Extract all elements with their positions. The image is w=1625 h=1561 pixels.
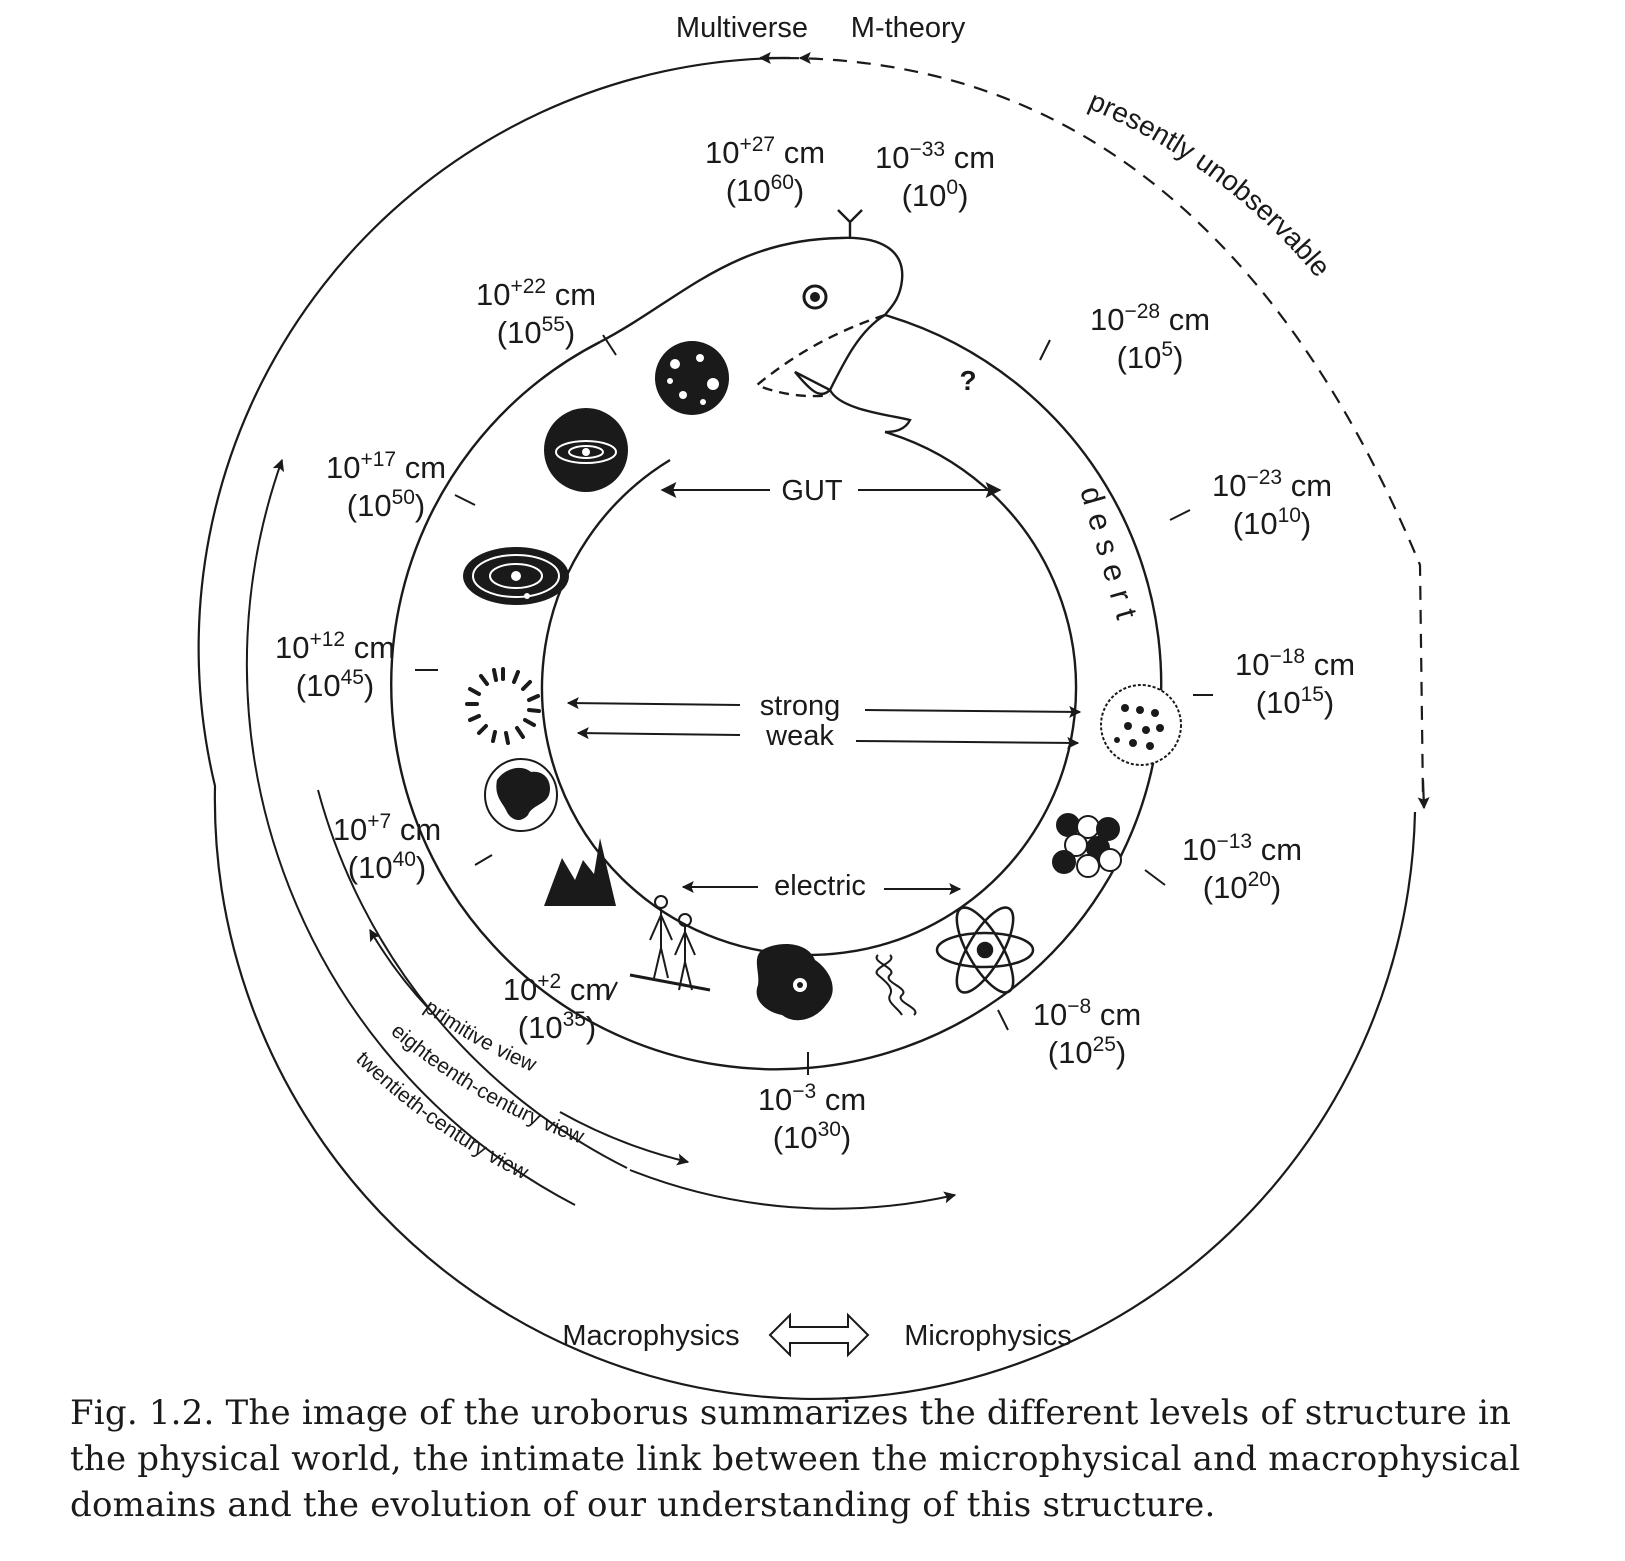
unobservable-label: presently unobservable [1085,85,1337,283]
desert-label: desert [1073,482,1147,632]
primitive-arrow [559,1111,690,1166]
star-cluster-icon [465,667,541,745]
nucleus-icon [1052,813,1122,878]
scale-count-p27: (1060) [726,171,805,208]
outer-arcs [197,52,1430,1401]
gut-label: GUT [781,475,843,507]
earth-icon [484,758,558,832]
unknown-mark: ? [959,365,976,396]
solar-system-icon [463,547,569,605]
scale-count-m8: (1025) [1048,1033,1127,1070]
force-arrows [566,482,1082,895]
cell-icon [756,944,833,1021]
serpent-body [390,209,1163,1071]
unobservable-arc [784,56,1425,801]
unobservable-text: presently unobservable [1085,85,1337,283]
scale-count-p2: (1035) [518,1008,597,1045]
scale-size-m18: 10−18 cm [1235,645,1355,682]
scale-count-m28: (105) [1117,338,1184,375]
scale-count-m3: (1030) [773,1118,852,1155]
scale-count-m33: (100) [902,176,969,213]
scale-size-m33: 10−33 cm [875,138,995,175]
galaxy-icon [544,408,628,492]
scale-count-m23: (1010) [1233,504,1312,541]
scale-size-m3: 10−3 cm [758,1080,866,1117]
outer-ring [390,313,1163,1071]
dna-icon [875,954,917,1016]
scale-count-m13: (1020) [1203,868,1282,905]
scale-size-m28: 10−28 cm [1090,300,1210,337]
eye-icon [802,284,828,310]
inner-ring [540,430,1078,957]
serpent-tongue [837,209,863,238]
multiverse-label: Multiverse [676,12,808,44]
strong-label: strong [760,690,841,722]
multiverse-arc [197,56,1417,1401]
scale-size-p12: 10+12 cm [275,628,395,665]
scale-count-p17: (1050) [347,486,426,523]
serpent-jaw [794,370,831,396]
humans-icon [629,895,711,992]
universe-icon [655,341,729,415]
scale-size-p27: 10+27 cm [705,133,825,170]
mountain-icon [544,838,616,906]
scale-size-p22: 10+22 cm [476,275,596,312]
scale-size-m23: 10−23 cm [1212,466,1332,503]
twentieth-century-arrow [245,458,576,1206]
scale-labels: 10+27 cm(1060) 10−33 cm(100) 10+22 cm(1055… [275,133,1355,1155]
nucleon-icon [1100,684,1182,766]
weak-label: weak [765,720,834,752]
scale-size-p7: 10+7 cm [333,810,441,847]
macrophysics-label: Macrophysics [562,1320,739,1352]
scale-count-p22: (1055) [497,313,576,350]
electric-label: electric [774,870,866,902]
atom-icon [935,906,1035,994]
scale-count-p12: (1045) [296,666,375,703]
scale-count-m18: (1015) [1256,683,1335,720]
macro-micro-double-arrow [768,1312,870,1358]
microphysics-label: Microphysics [904,1320,1072,1352]
scale-count-p7: (1040) [348,848,427,885]
m-theory-label: M-theory [851,12,966,44]
eighteenth-century-arrow [629,1169,957,1210]
tick-marks [415,334,1213,1075]
scale-size-m8: 10−8 cm [1033,995,1141,1032]
figure-caption: Fig. 1.2. The image of the uroborus summ… [70,1393,1521,1525]
view-arrows [245,458,957,1210]
serpent-mouth [754,313,886,398]
scale-size-p2: 10+2 cm [503,970,611,1007]
serpent-head [599,236,904,344]
scale-size-m13: 10−13 cm [1182,830,1302,867]
scale-size-p17: 10+17 cm [326,448,446,485]
